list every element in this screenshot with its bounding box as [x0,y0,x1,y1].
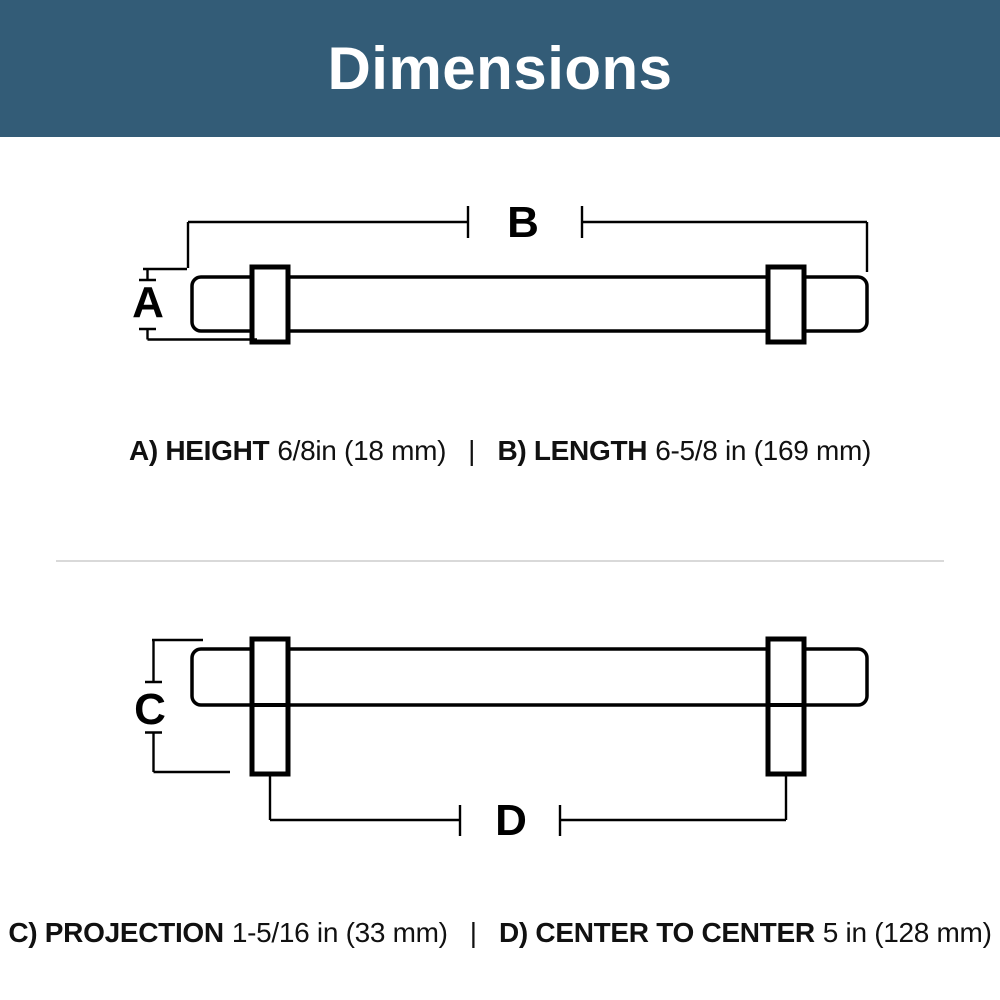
dim-label-b: B [507,198,539,247]
caption-d-label: D) CENTER TO CENTER [498,917,815,948]
dimension-c-lines [145,638,230,774]
dim-label-c: C [134,685,166,734]
section-divider [56,560,944,562]
header-banner: Dimensions [0,0,1000,137]
dim-label-a: A [132,278,164,327]
caption-c-value: 1-5/16 in (33 mm) [231,917,448,948]
handle-bar [190,275,869,333]
caption-top: A) HEIGHT 6/8in (18 mm) | B) LENGTH 6-5/… [0,435,1000,467]
caption-d-value: 5 in (128 mm) [822,917,992,948]
caption-a-label: A) HEIGHT [128,435,270,466]
left-post [249,264,291,345]
caption-a-value: 6/8in (18 mm) [277,435,447,466]
right-post [765,264,807,345]
dimension-d-lines [268,774,788,836]
caption-c-label: C) PROJECTION [8,917,224,948]
caption-bottom: C) PROJECTION 1-5/16 in (33 mm) | D) CEN… [0,917,1000,949]
dimension-a-lines [139,267,257,341]
top-diagram: B A [132,198,869,345]
page-title: Dimensions [327,35,673,102]
caption-b-value: 6-5/8 in (169 mm) [655,435,872,466]
bottom-diagram: C D [134,636,869,845]
caption-b-label: B) LENGTH [497,435,648,466]
handle-bar [190,647,869,707]
dim-label-d: D [495,796,527,845]
caption-top-separator: | [468,435,476,466]
dimension-b-lines [186,206,869,272]
caption-bottom-separator: | [469,917,477,948]
